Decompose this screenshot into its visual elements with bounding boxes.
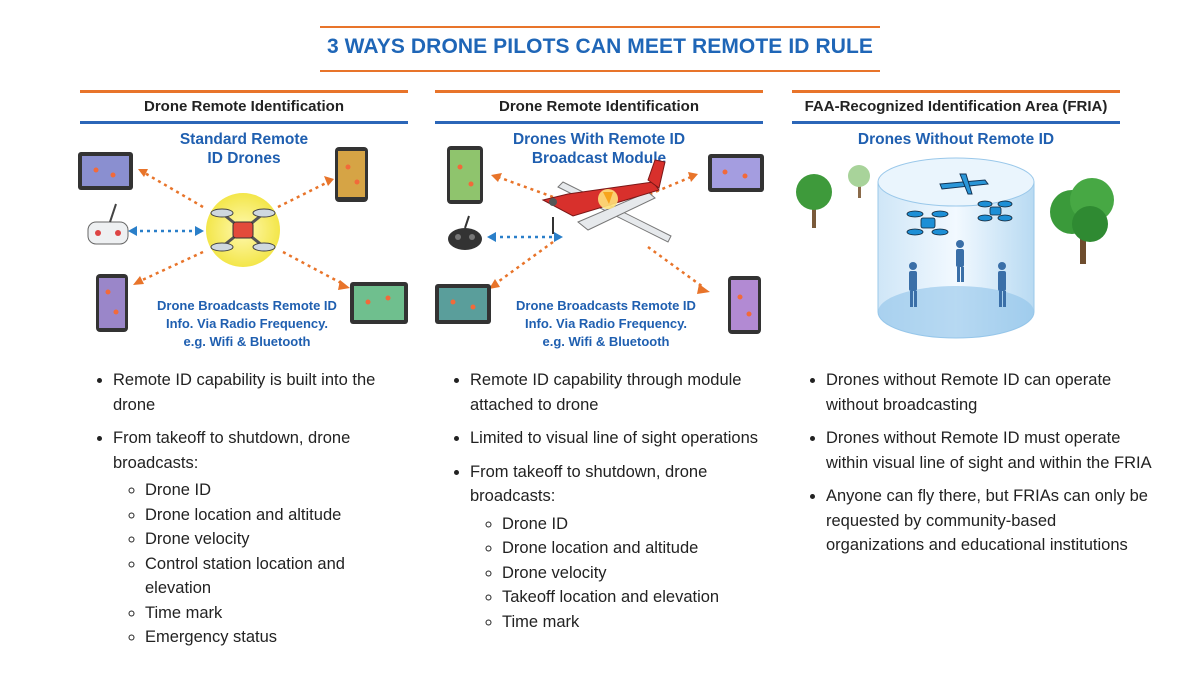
quadcopter-broadcast-icon: [78, 147, 408, 332]
sub-list-item: Drone ID: [145, 478, 413, 503]
sub-list-item: Drone location and altitude: [145, 503, 413, 528]
sub-list-item: Drone velocity: [145, 527, 413, 552]
sub-list-item: Drone ID: [502, 512, 790, 537]
column-header: Drone Remote Identification: [80, 90, 408, 124]
column-standard-remote-id: Drone Remote Identification Standard Rem…: [80, 90, 408, 168]
bullet-list-module: Remote ID capability through module atta…: [434, 368, 790, 643]
list-item-text: From takeoff to shutdown, drone broadcas…: [113, 429, 351, 472]
subtitle-line: Broadcast Module: [531, 150, 667, 167]
list-item: Remote ID capability is built into the d…: [113, 368, 413, 417]
list-item: Drones without Remote ID can operate wit…: [826, 368, 1156, 417]
broadcast-caption: Drone Broadcasts Remote ID Info. Via Rad…: [497, 297, 715, 351]
airplane-broadcast-icon: [435, 146, 764, 334]
broadcast-caption: Drone Broadcasts Remote ID Info. Via Rad…: [138, 297, 356, 351]
column-header: FAA-Recognized Identification Area (FRIA…: [792, 90, 1120, 124]
list-item: Anyone can fly there, but FRIAs can only…: [826, 484, 1156, 558]
sub-list: Drone ID Drone location and altitude Dro…: [470, 512, 790, 635]
subtitle-line: ID Drones: [207, 150, 281, 167]
list-item: Remote ID capability through module atta…: [470, 368, 790, 417]
list-item: Limited to visual line of sight operatio…: [470, 426, 790, 451]
caption-line: Info. Via Radio Frequency.: [165, 316, 329, 331]
sub-list-item: Emergency status: [145, 625, 413, 650]
list-item: Drones without Remote ID must operate wi…: [826, 426, 1156, 475]
bullet-list-standard: Remote ID capability is built into the d…: [77, 368, 413, 659]
column-subtitle: Drones With Remote ID Broadcast Module: [435, 130, 763, 168]
page-title: 3 WAYS DRONE PILOTS CAN MEET REMOTE ID R…: [326, 35, 874, 58]
sub-list-item: Drone velocity: [502, 561, 790, 586]
subtitle-line: Drones Without Remote ID: [857, 131, 1055, 148]
column-fria: FAA-Recognized Identification Area (FRIA…: [792, 90, 1120, 149]
caption-line: e.g. Wifi & Bluetooth: [183, 334, 311, 349]
list-item-text: From takeoff to shutdown, drone broadcas…: [470, 462, 708, 506]
title-banner: 3 WAYS DRONE PILOTS CAN MEET REMOTE ID R…: [320, 26, 880, 72]
caption-line: Drone Broadcasts Remote ID: [157, 298, 337, 313]
column-broadcast-module: Drone Remote Identification Drones With …: [435, 90, 763, 168]
column-subtitle: Drones Without Remote ID: [792, 130, 1120, 149]
bullet-list-fria: Drones without Remote ID can operate wit…: [790, 368, 1156, 567]
fria-cylinder-icon: [796, 157, 1114, 339]
list-item: From takeoff to shutdown, drone broadcas…: [113, 426, 413, 650]
subtitle-line: Standard Remote: [179, 131, 309, 148]
sub-list-item: Time mark: [145, 601, 413, 626]
column-subtitle: Standard Remote ID Drones: [80, 130, 408, 168]
sub-list-item: Takeoff location and elevation: [502, 585, 790, 610]
sub-list: Drone ID Drone location and altitude Dro…: [113, 478, 413, 650]
caption-line: Info. Via Radio Frequency.: [524, 316, 688, 331]
sub-list-item: Control station location and elevation: [145, 552, 413, 601]
sub-list-item: Time mark: [502, 610, 790, 635]
list-item: From takeoff to shutdown, drone broadcas…: [470, 460, 790, 635]
caption-line: Drone Broadcasts Remote ID: [516, 298, 696, 313]
subtitle-line: Drones With Remote ID: [512, 131, 686, 148]
caption-line: e.g. Wifi & Bluetooth: [542, 334, 670, 349]
sub-list-item: Drone location and altitude: [502, 536, 790, 561]
column-header: Drone Remote Identification: [435, 90, 763, 124]
